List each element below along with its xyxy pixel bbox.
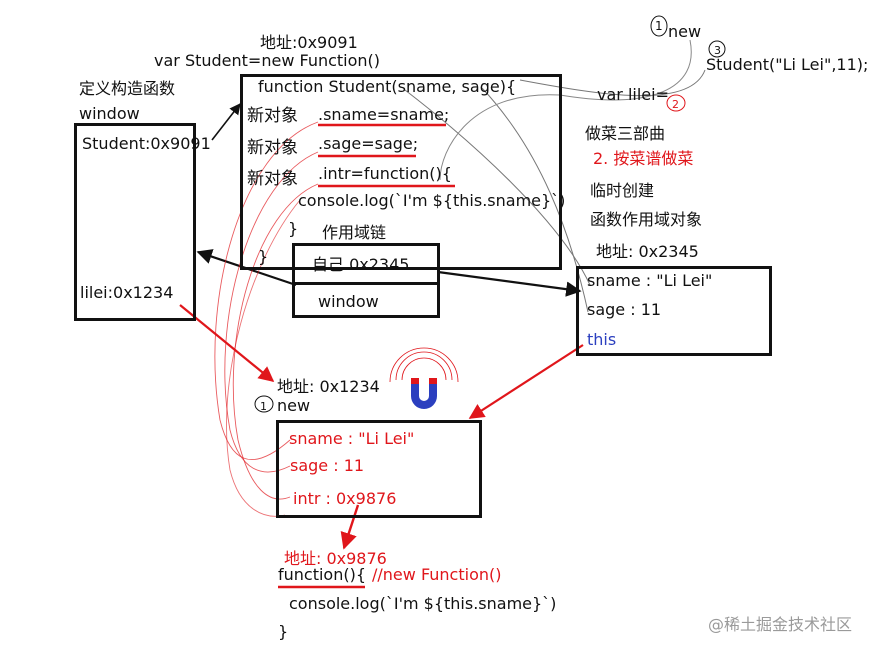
address-0x2345: 地址: 0x2345 <box>596 242 699 261</box>
three-steps-label: 做菜三部曲 <box>585 124 666 143</box>
curve-sname-param <box>404 89 591 286</box>
step-2-text: 2. 按菜谱做菜 <box>593 149 694 168</box>
assign-sage: .sage=sage; <box>318 134 419 153</box>
scope-sage: sage : 11 <box>587 300 662 319</box>
function-9876-console: console.log(`I'm ${this.sname}`) <box>289 594 557 613</box>
magnet-icon <box>389 347 459 409</box>
function-9876-close: } <box>278 622 289 641</box>
object-sname: sname : "Li Lei" <box>289 429 415 448</box>
address-0x9876: 地址: 0x9876 <box>284 549 387 568</box>
step-2-number: 2 <box>672 98 679 111</box>
assign-sname: .sname=sname; <box>318 105 450 124</box>
curve-sage-param <box>481 87 589 313</box>
curve-red-2 <box>224 151 319 473</box>
student-call: Student("Li Lei",11); <box>706 55 869 74</box>
function-9876-header: function(){ <box>278 565 367 584</box>
function-scope-object-label: 函数作用域对象 <box>590 210 703 229</box>
scope-sname: sname : "Li Lei" <box>587 271 713 290</box>
var-student-declaration: var Student=new Function() <box>154 51 381 70</box>
address-0x1234: 地址: 0x1234 <box>277 377 380 396</box>
console-log-inner: console.log(`I'm ${this.sname}`) <box>298 191 566 210</box>
scope-chain-label: 作用域链 <box>322 223 387 242</box>
window-object-box <box>74 123 196 321</box>
arrow-student-to-function <box>211 103 241 141</box>
curve-red-1 <box>214 121 319 460</box>
step-1-number: 1 <box>655 19 663 33</box>
step-new-label: new <box>668 22 702 41</box>
arrow-intr-to-function <box>340 504 360 550</box>
scope-chain-self: 自己 0x2345 <box>312 255 410 274</box>
new-object-label-2: 新对象 <box>247 138 298 158</box>
new-object-label-3: 新对象 <box>247 169 298 189</box>
object-1-number: 1 <box>260 400 267 413</box>
curve-red-4 <box>226 199 301 517</box>
scope-chain-divider <box>292 282 440 285</box>
arrow-this-to-object <box>468 344 584 419</box>
assign-intr: .intr=function(){ <box>318 164 452 183</box>
arrow-self-to-scope-object <box>437 270 582 297</box>
circle-obj-1 <box>254 395 274 413</box>
inner-close-brace: } <box>288 219 299 238</box>
lilei-reference: lilei:0x1234 <box>80 283 174 302</box>
new-object-box <box>276 420 482 518</box>
curve-call-to-params <box>519 69 706 97</box>
circle-step-2 <box>666 94 686 112</box>
object-new-label: new <box>277 396 311 415</box>
scope-chain-window: window <box>318 292 379 311</box>
var-lilei: var lilei= <box>597 85 669 104</box>
temp-create-label: 临时创建 <box>590 181 655 200</box>
object-intr: intr : 0x9876 <box>293 489 397 508</box>
function-9876-comment: //new Function() <box>372 565 502 584</box>
watermark: @稀土掘金技术社区 <box>708 615 853 634</box>
define-constructor-label: 定义构造函数 <box>79 79 176 98</box>
step-3-number: 3 <box>714 44 721 57</box>
curve-red-3 <box>232 183 319 500</box>
circle-step-3 <box>708 40 726 58</box>
scope-chain-box <box>292 243 440 318</box>
new-object-label-1: 新对象 <box>247 106 298 126</box>
address-0x9091: 地址:0x9091 <box>260 33 358 52</box>
circle-step-1 <box>650 15 668 37</box>
constructor-function-box <box>240 74 562 270</box>
window-label: window <box>79 104 140 123</box>
outer-close-brace: } <box>258 247 269 266</box>
function-header: function Student(sname, sage){ <box>258 77 517 96</box>
object-sage: sage : 11 <box>290 456 365 475</box>
function-scope-object-box <box>576 266 772 356</box>
scope-this: this <box>587 330 617 349</box>
student-reference: Student:0x9091 <box>82 134 211 153</box>
